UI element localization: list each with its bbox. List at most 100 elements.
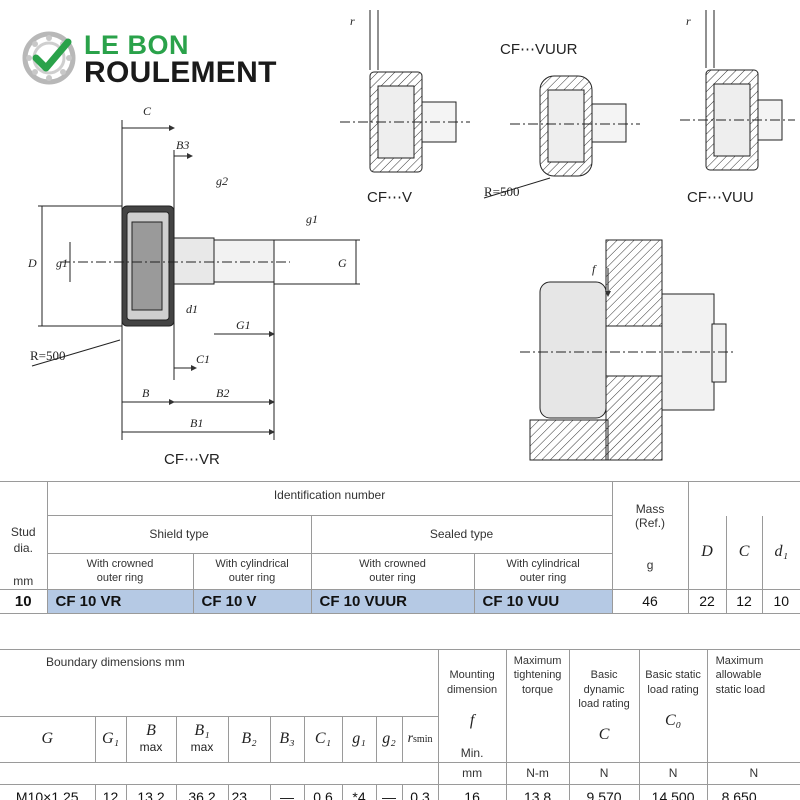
part-number-vuur[interactable]: CF 10 VUUR	[310, 588, 475, 614]
vuu-subheader: With cylindrical outer ring	[473, 552, 613, 590]
col-rsmin-sub: smin	[413, 734, 433, 746]
dim-d1: d1	[186, 302, 198, 316]
d1-value: 10	[761, 588, 800, 614]
dynamic-load-label: Basic dynamic load rating	[578, 669, 630, 710]
torque-header: Maximum tightening torque	[505, 649, 570, 763]
mounting-drawing	[520, 239, 735, 461]
G1-value: 12	[94, 783, 127, 800]
radius-label-vuur: R=500	[484, 184, 520, 199]
stud-dia-unit: mm	[13, 573, 34, 588]
f-value: 16	[437, 783, 507, 800]
dynamic-load-value: 9 570	[568, 783, 640, 800]
dim-G1: G1	[236, 318, 251, 332]
allowable-load-header: Maximum allowable static load	[706, 649, 800, 763]
bearing-check-icon	[22, 31, 76, 85]
allowable-unit: N	[706, 762, 800, 785]
col-G1-header: G₁	[94, 716, 127, 763]
C1-value: 0.6	[303, 783, 343, 800]
mass-label: Mass (Ref.)	[635, 502, 666, 530]
part-number-v[interactable]: CF 10 V	[192, 588, 312, 614]
col-G-header: G	[0, 716, 96, 763]
col-g1-header: g₁	[341, 716, 377, 763]
vuu-drawing-caption: CF⋯VUU	[687, 189, 754, 206]
main-drawing-caption: CF⋯VR	[164, 451, 220, 468]
technical-drawings	[31, 10, 795, 461]
dim-D: D	[28, 256, 37, 270]
variant-vuur-drawing	[483, 75, 640, 199]
static-load-label: Basic static load rating	[645, 669, 701, 696]
B-value: 13.2	[125, 783, 177, 800]
mass-header: Mass (Ref.) g	[611, 481, 689, 590]
stud-dia-label: Stud dia.	[10, 525, 36, 556]
sealed-type-header: Sealed type	[310, 515, 613, 554]
shield-type-header: Shield type	[46, 515, 312, 554]
mounting-label: Mounting dimension	[447, 669, 498, 696]
dim-B2: B2	[216, 386, 230, 400]
mounting-header: Mounting dimension f Min.	[437, 649, 507, 763]
boundary-header: Boundary dimensions mm	[0, 649, 439, 717]
C-value: 12	[725, 588, 763, 614]
dim-f: f	[592, 262, 596, 276]
part-number-vr[interactable]: CF 10 VR	[46, 588, 194, 614]
part-number-vuu[interactable]: CF 10 VUU	[473, 588, 613, 614]
vuur-drawing-caption: CF⋯VUUR	[500, 41, 578, 58]
col-B1-max: max	[190, 740, 214, 755]
dim-g1-left: g1	[56, 256, 68, 270]
B1-value: 36.2	[175, 783, 229, 800]
col-B1-symbol: B₁	[194, 722, 210, 740]
col-B2-header: B₂	[227, 716, 271, 763]
B3-value: —	[269, 783, 305, 800]
radius-label-main: R=500	[30, 348, 66, 363]
col-B-symbol: B	[146, 722, 156, 740]
allowable-load-value: 8 650	[706, 783, 800, 800]
static-load-value: 14 500	[638, 783, 708, 800]
dim-C: C	[143, 104, 152, 118]
col-rsmin-symbol: r	[407, 731, 414, 747]
col-D-header: D	[687, 515, 727, 590]
dim-header-empty	[687, 481, 800, 516]
logo-text-top: LE BON	[84, 30, 190, 60]
dim-B1: B1	[190, 416, 204, 430]
mass-value: 46	[611, 588, 689, 614]
dynamic-load-header: Basic dynamic load rating C	[568, 649, 640, 763]
dim-B3: B3	[176, 138, 190, 152]
main-cam-follower-drawing	[31, 120, 360, 440]
vuur-subheader: With crowned outer ring	[310, 552, 475, 590]
col-B3-header: B₃	[269, 716, 305, 763]
boundary-dimensions-table: Boundary dimensions mm Mounting dimensio…	[0, 649, 800, 800]
variant-vuu-drawing	[680, 10, 795, 171]
v-drawing-caption: CF⋯V	[367, 189, 412, 206]
mounting-symbol: f	[469, 712, 475, 730]
dim-C1: C1	[196, 352, 211, 366]
col-d1-header: d₁	[761, 515, 800, 590]
dim-g2: g2	[216, 174, 228, 188]
logo-text-bottom: ROULEMENT	[84, 56, 277, 89]
stud-dia-value: 10	[0, 588, 48, 614]
stud-dia-header: Stud dia. mm	[0, 481, 48, 590]
brand-logo: LE BON ROULEMENT	[22, 28, 294, 89]
G-value: M10×1.25	[0, 783, 96, 800]
dim-r-v: r	[350, 14, 355, 28]
D-value: 22	[687, 588, 727, 614]
static-unit: N	[638, 762, 708, 785]
static-load-symbol: C₀	[664, 712, 682, 730]
torque-value: 13.8	[505, 783, 570, 800]
variant-v-drawing	[340, 10, 470, 173]
dim-g1-right: g1	[306, 212, 318, 226]
B2-value: 23	[227, 783, 271, 800]
g2-value: —	[375, 783, 403, 800]
units-spacer	[0, 762, 439, 785]
vr-subheader: With crowned outer ring	[46, 552, 194, 590]
identification-table: Stud dia. mm Identification number Mass (…	[0, 481, 800, 614]
mass-unit: g	[646, 558, 654, 572]
col-C-header: C	[725, 515, 763, 590]
static-load-header: Basic static load rating C₀	[638, 649, 708, 763]
dynamic-unit: N	[568, 762, 640, 785]
col-C1-header: C₁	[303, 716, 343, 763]
dim-r-vuu: r	[686, 14, 691, 28]
col-g2-header: g₂	[375, 716, 403, 763]
dynamic-load-symbol: C	[598, 726, 610, 744]
mounting-unit: mm	[437, 762, 507, 785]
identification-header: Identification number	[46, 481, 613, 516]
